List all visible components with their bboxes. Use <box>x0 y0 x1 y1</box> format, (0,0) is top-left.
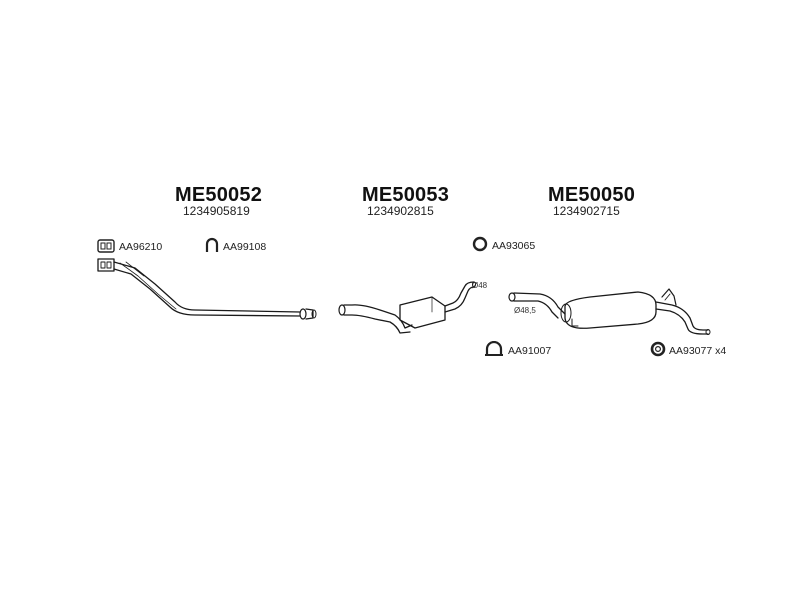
part-number-middle: 1234902815 <box>367 204 434 218</box>
front-pipe <box>97 258 317 320</box>
accessory-qty-aa93077: x4 <box>715 345 727 357</box>
middle-silencer <box>338 281 476 334</box>
assembly-code-rear: ME50050 <box>548 184 636 206</box>
diameter-label-rear-inlet: Ø48,5 <box>514 306 536 315</box>
part-number-rear: 1234902715 <box>553 204 620 218</box>
accessory-label-aa96210: AA96210 <box>119 241 163 253</box>
rubber-mount-ring-icon <box>650 341 666 357</box>
assembly-code-front: ME50052 <box>175 184 263 206</box>
gasket-ring-icon <box>472 236 488 252</box>
accessory-label-aa93077: AA93077 x4 <box>669 345 726 357</box>
part-number-front: 1234905819 <box>183 204 250 218</box>
rear-silencer <box>508 288 711 335</box>
accessory-label-aa93065: AA93065 <box>492 240 536 252</box>
clamp-bracket-icon <box>97 239 115 253</box>
u-bolt-icon <box>205 237 219 252</box>
saddle-clamp-icon <box>485 341 503 356</box>
diameter-label-middle: Ø48 <box>472 281 488 290</box>
assembly-code-middle: ME50053 <box>362 184 450 206</box>
accessory-ref-aa93077: AA93077 <box>669 345 713 357</box>
accessory-label-aa91007: AA91007 <box>508 345 552 357</box>
accessory-label-aa99108: AA99108 <box>223 241 267 253</box>
